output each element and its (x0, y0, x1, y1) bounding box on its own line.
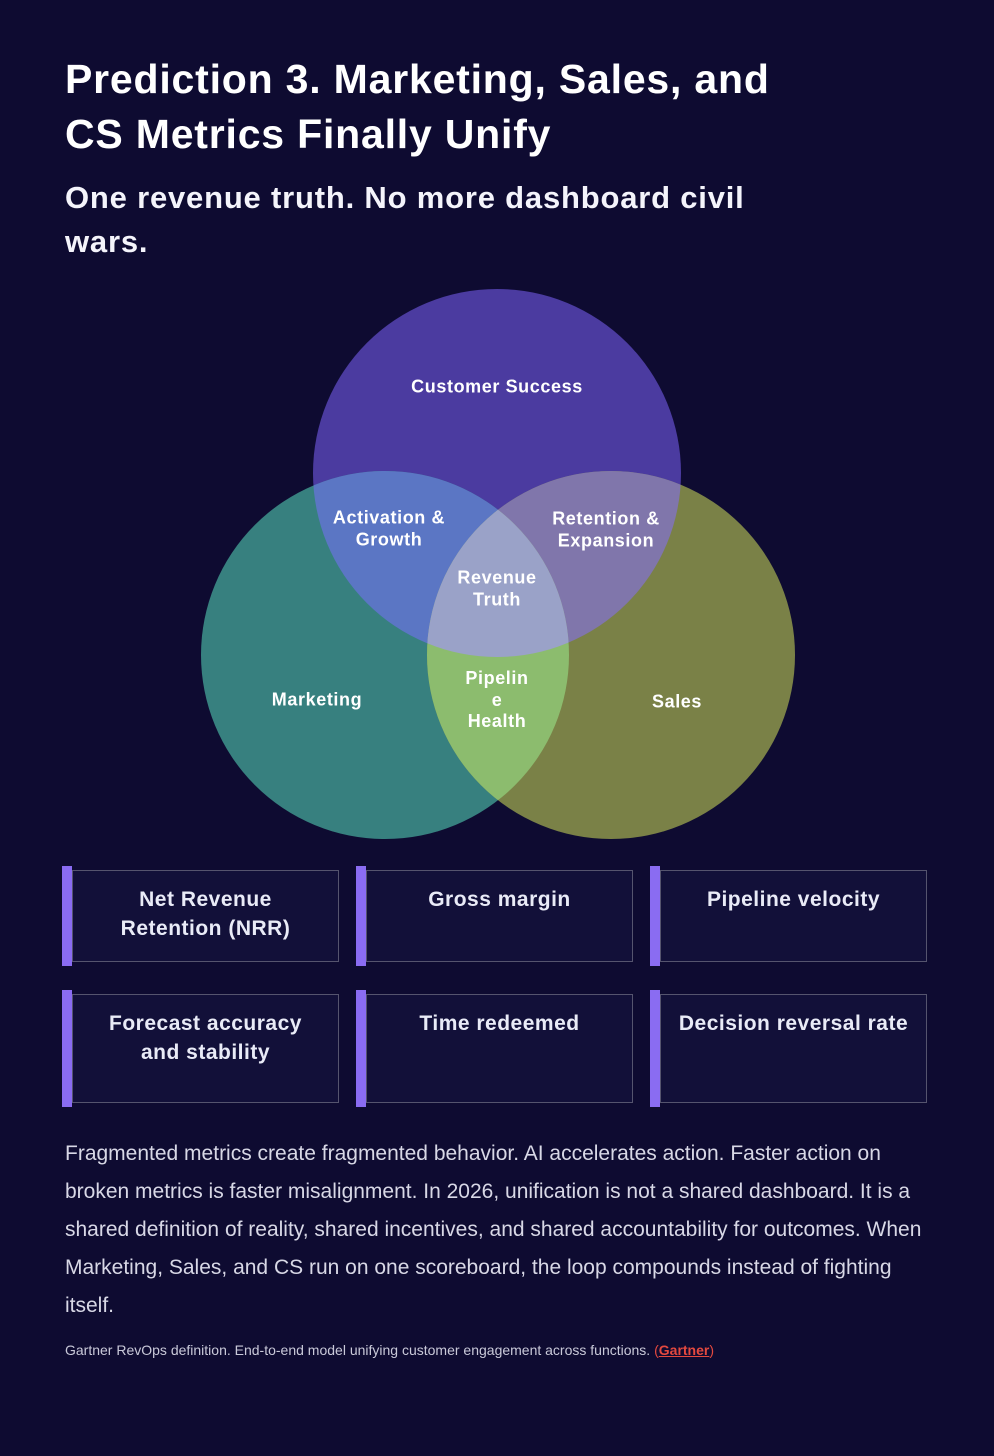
venn-label-activation-growth: Activation & Growth (332, 507, 446, 550)
metric-card-decision-reversal: Decision reversal rate (650, 990, 927, 1107)
venn-label-revenue-truth: Revenue Truth (457, 567, 537, 610)
venn-label-pipeline-health: Pipelin e Health (465, 667, 529, 731)
metric-card-label: Forecast accuracy and stability (109, 1012, 302, 1064)
page-subtitle: One revenue truth. No more dashboard civ… (65, 180, 745, 259)
body-section: Fragmented metrics create fragmented beh… (0, 1135, 994, 1360)
metric-cards: Net Revenue Retention (NRR) Gross margin… (62, 866, 927, 1107)
card-accent-bar (356, 866, 366, 966)
footnote-paren-close: ) (709, 1342, 715, 1358)
metric-card-forecast-accuracy: Forecast accuracy and stability (62, 990, 339, 1107)
footnote-paren-open: ( (654, 1342, 659, 1358)
card-accent-bar (650, 990, 660, 1107)
page: { "theme": { "bg": "#0E0B31", "card-bg":… (0, 52, 994, 1456)
infographic: Prediction 3. Marketing, Sales, and CS M… (0, 52, 994, 1360)
venn-label-sales: Sales (651, 691, 703, 712)
card-accent-bar (62, 866, 72, 966)
header: Prediction 3. Marketing, Sales, and CS M… (0, 52, 994, 264)
venn-label-customer-success: Customer Success (411, 376, 583, 397)
metric-card-label: Decision reversal rate (678, 1012, 909, 1035)
metric-card-label: Gross margin (428, 888, 571, 911)
overlap-revenue-truth (427, 471, 569, 657)
metric-card-label: Net Revenue Retention (NRR) (120, 888, 291, 940)
body-paragraph: Fragmented metrics create fragmented beh… (65, 1142, 922, 1317)
gartner-link[interactable]: Gartner (658, 1342, 710, 1358)
metric-card-label: Time redeemed (419, 1012, 580, 1035)
footnote-text: Gartner RevOps definition. End-to-end mo… (65, 1342, 655, 1358)
card-accent-bar (356, 990, 366, 1107)
card-accent-bar (62, 990, 72, 1107)
metric-card-nrr: Net Revenue Retention (NRR) (62, 866, 339, 966)
metric-card-gross-margin: Gross margin (356, 866, 633, 966)
venn-diagram: Customer Success Activation & Growth Ret… (0, 272, 994, 860)
venn-label-marketing: Marketing (271, 689, 363, 710)
footnote: Gartner RevOps definition. End-to-end mo… (65, 1341, 929, 1360)
metric-card-pipeline-velocity: Pipeline velocity (650, 866, 927, 966)
metric-card-time-redeemed: Time redeemed (356, 990, 633, 1107)
page-title: Prediction 3. Marketing, Sales, and CS M… (65, 56, 770, 157)
venn-circles-graphic (201, 289, 795, 839)
venn-label-retention-expansion: Retention & Expansion (552, 508, 660, 551)
metric-card-label: Pipeline velocity (706, 888, 881, 911)
card-accent-bar (650, 866, 660, 966)
